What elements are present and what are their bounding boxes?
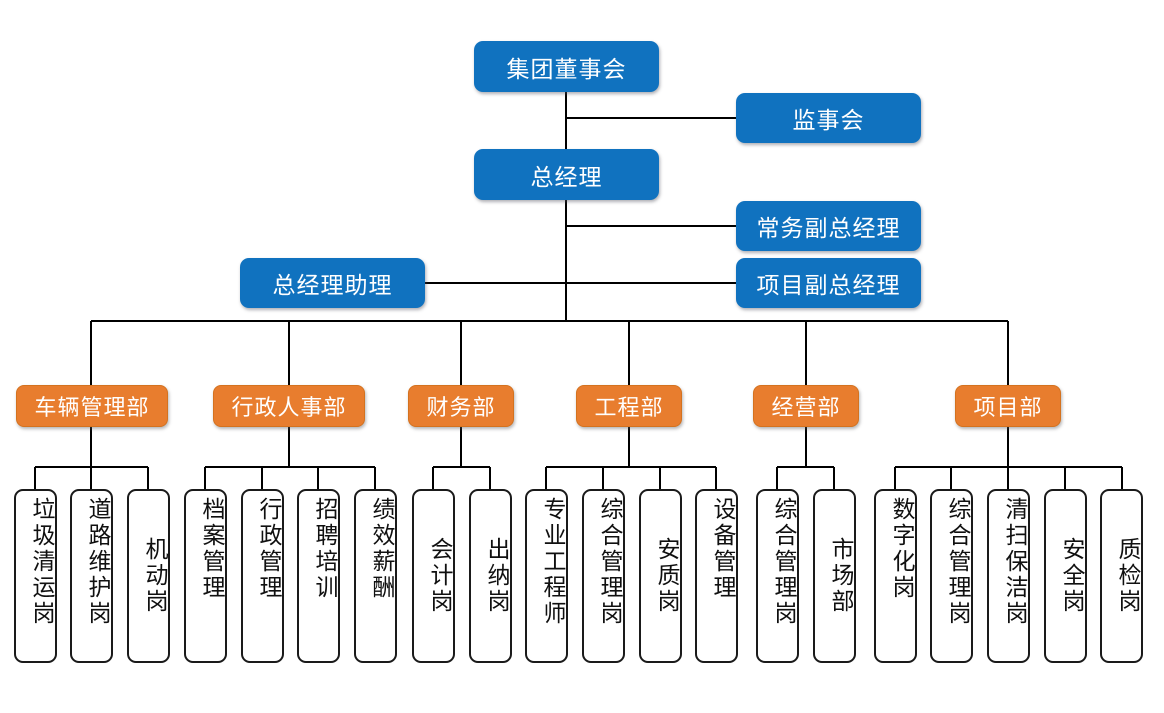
node-department-project[interactable]: 项目部 (955, 385, 1061, 427)
node-position-professional-engineer[interactable]: 专业工程师 (525, 489, 568, 663)
node-position-project-general-management[interactable]: 综合管理岗 (930, 489, 973, 663)
node-department-operations[interactable]: 经营部 (753, 385, 859, 427)
node-position-operations-general-management[interactable]: 综合管理岗 (756, 489, 799, 663)
node-position-garbage-transport[interactable]: 垃圾清运岗 (14, 489, 57, 663)
node-position-performance-compensation[interactable]: 绩效薪酬 (354, 489, 397, 663)
node-position-road-maintenance[interactable]: 道路维护岗 (70, 489, 113, 663)
node-department-vehicle-management[interactable]: 车辆管理部 (16, 385, 168, 427)
node-position-cashier[interactable]: 出纳岗 (469, 489, 512, 663)
node-position-marketing-department[interactable]: 市场部 (813, 489, 856, 663)
node-position-recruitment-training[interactable]: 招聘培训 (297, 489, 340, 663)
node-position-administrative-management[interactable]: 行政管理 (241, 489, 284, 663)
node-position-engineering-general-management[interactable]: 综合管理岗 (582, 489, 625, 663)
node-executive-deputy-gm[interactable]: 常务副总经理 (736, 201, 921, 251)
node-department-finance[interactable]: 财务部 (408, 385, 514, 427)
node-position-mobile-duty[interactable]: 机动岗 (127, 489, 170, 663)
node-supervisory-board[interactable]: 监事会 (736, 93, 921, 143)
node-general-manager[interactable]: 总经理 (474, 149, 659, 200)
node-group-board[interactable]: 集团董事会 (474, 41, 659, 92)
node-position-equipment-management[interactable]: 设备管理 (695, 489, 738, 663)
node-department-admin-hr[interactable]: 行政人事部 (213, 385, 365, 427)
node-gm-assistant[interactable]: 总经理助理 (240, 258, 425, 308)
node-project-deputy-gm[interactable]: 项目副总经理 (736, 258, 921, 308)
node-position-safety[interactable]: 安全岗 (1044, 489, 1087, 663)
node-position-archive-management[interactable]: 档案管理 (184, 489, 227, 663)
node-position-quality-inspection[interactable]: 质检岗 (1100, 489, 1143, 663)
node-position-digitalization[interactable]: 数字化岗 (874, 489, 917, 663)
node-position-cleaning-sanitation[interactable]: 清扫保洁岗 (987, 489, 1030, 663)
node-position-safety-quality[interactable]: 安质岗 (639, 489, 682, 663)
node-department-engineering[interactable]: 工程部 (576, 385, 682, 427)
node-position-accounting[interactable]: 会计岗 (412, 489, 455, 663)
